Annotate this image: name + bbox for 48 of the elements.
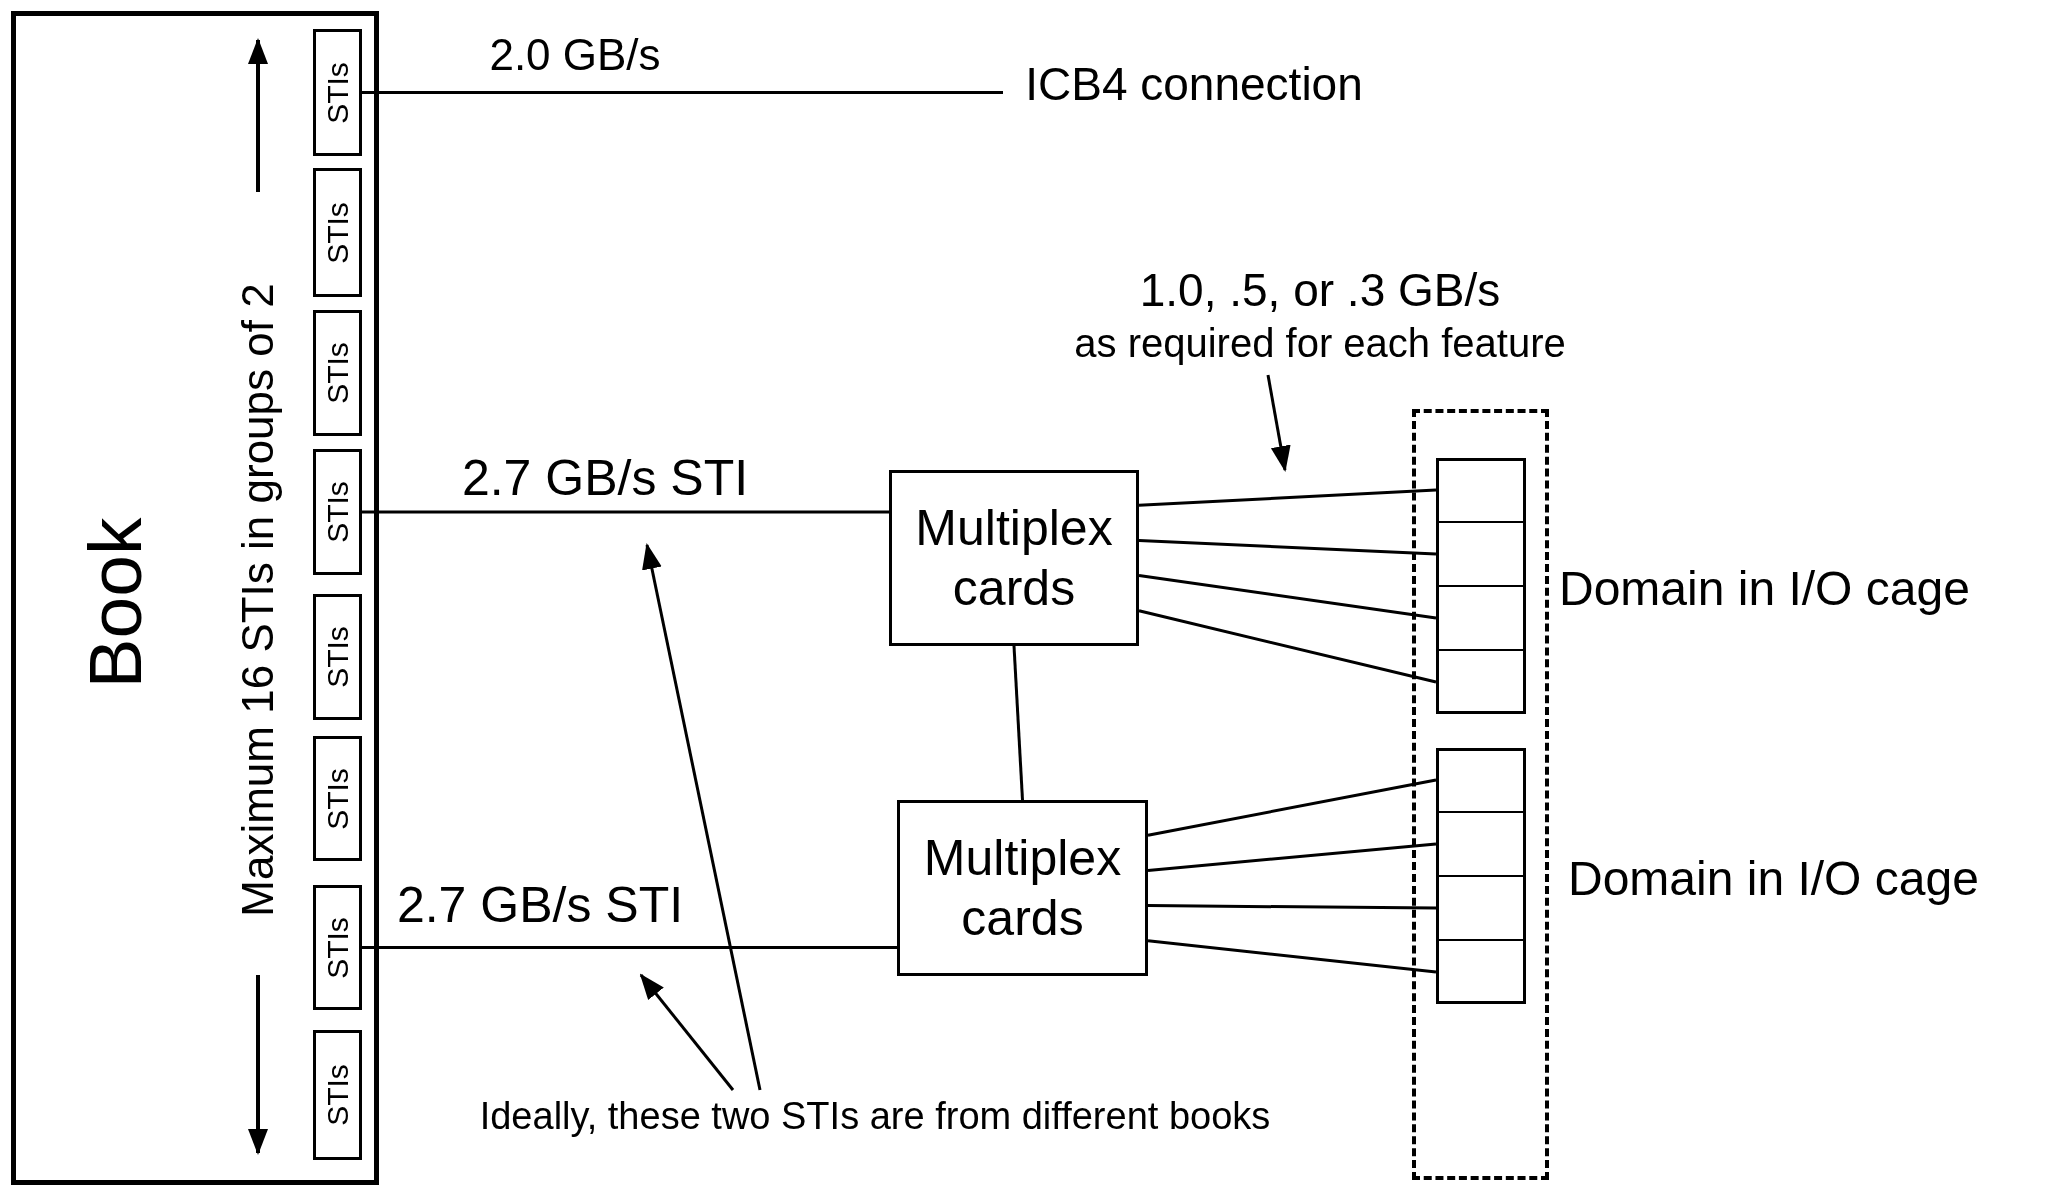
- connector-line: [1147, 939, 1437, 974]
- sti-label: STIs: [322, 61, 353, 124]
- connector-line: [1012, 645, 1024, 801]
- card-slot: [1436, 586, 1526, 650]
- feature-note: as required for each feature: [1074, 319, 1566, 367]
- sti-label: STIs: [322, 626, 353, 688]
- sti-box: [313, 168, 362, 297]
- sti-label: STIs: [322, 767, 353, 830]
- sti-box: [313, 449, 362, 575]
- connector-line: [362, 510, 889, 514]
- sti-box: [313, 594, 362, 720]
- connector-line: [1148, 904, 1436, 910]
- multiplex-label: Multiplex cards: [914, 499, 1114, 618]
- connector-line: [1138, 538, 1437, 556]
- arrow: [1266, 374, 1291, 472]
- card-slot: [1436, 522, 1526, 586]
- sti-box: [313, 885, 362, 1010]
- card-slot: [1436, 876, 1526, 940]
- note-text: Ideally, these two STIs are from different books: [400, 1090, 1350, 1142]
- connection-label: ICB4 connection: [1003, 55, 1385, 113]
- sti-box: [313, 29, 362, 156]
- book-label: Book: [77, 517, 153, 689]
- arrow: [642, 543, 762, 1091]
- sti-label: STIs: [322, 1064, 353, 1126]
- connector-line: [1138, 574, 1437, 620]
- sti-box: [313, 1030, 362, 1160]
- card-slot: [1436, 812, 1526, 876]
- multiplex-card-box: [889, 470, 1139, 646]
- sti-box: [313, 736, 362, 861]
- connector-line: [1138, 488, 1437, 507]
- domain-label: Domain in I/O cage: [1568, 851, 1979, 908]
- multiplex-label: Multiplex cards: [922, 829, 1123, 948]
- sti-label: STIs: [322, 481, 353, 543]
- sti-box: [313, 310, 362, 436]
- multiplex-card-box: [897, 800, 1148, 976]
- book-box: [11, 11, 379, 1185]
- sti-label: STIs: [322, 916, 353, 979]
- connector-line: [1147, 842, 1437, 872]
- connector-line: [1138, 609, 1437, 684]
- domain-label: Domain in I/O cage: [1559, 561, 1970, 618]
- rotated-label: Maximum 16 STIs in groups of 2: [236, 283, 280, 917]
- sti-label: STIs: [322, 201, 353, 264]
- connector-line: [362, 91, 1003, 94]
- connector-line: [362, 946, 897, 949]
- sti-label: STIs: [322, 342, 353, 404]
- bandwidth-note: 1.0, .5, or .3 GB/s: [1139, 263, 1501, 319]
- arrow: [639, 973, 735, 1091]
- connector-line: [1147, 778, 1437, 837]
